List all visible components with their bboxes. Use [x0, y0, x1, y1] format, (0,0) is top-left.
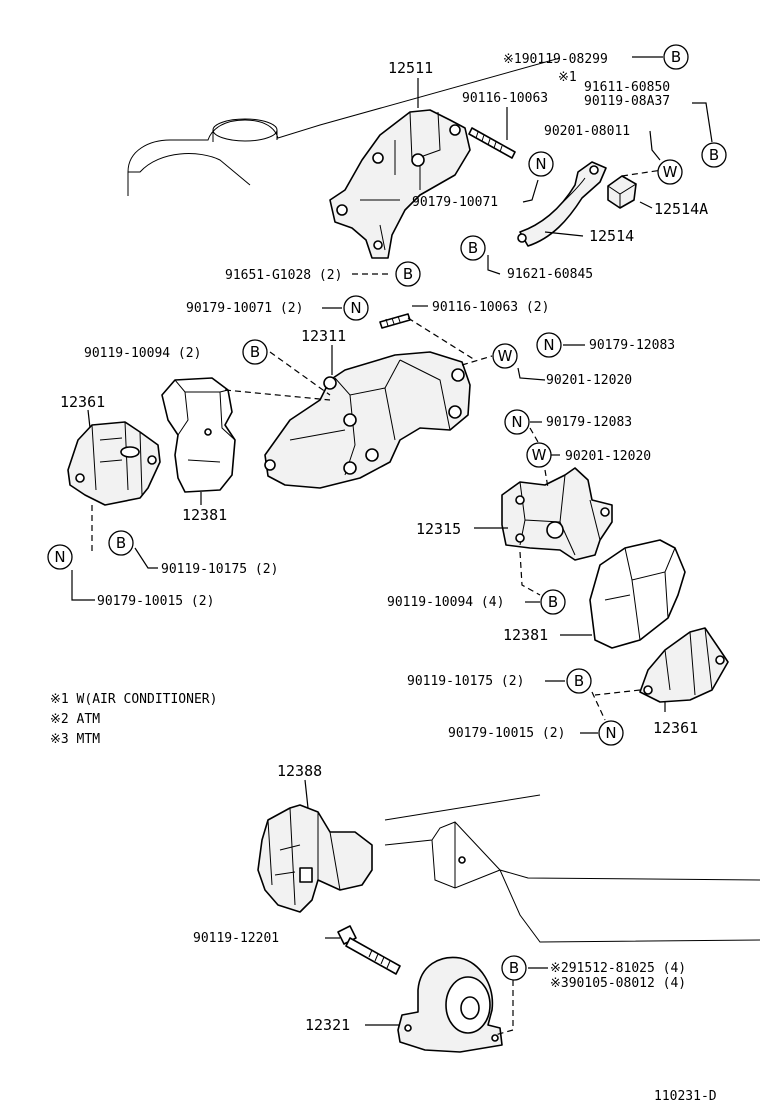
label-12381-left: 12381	[182, 506, 227, 524]
engine-outline	[127, 57, 561, 196]
symbol-b-2: B	[701, 142, 727, 168]
label-90179-12083-b: 90179-12083	[546, 415, 632, 430]
label-12511: 12511	[388, 59, 433, 77]
svg-text:W: W	[532, 446, 547, 464]
label-12311: 12311	[301, 327, 346, 345]
label-90201-12020-a: 90201-12020	[546, 373, 632, 388]
symbol-b-4: B	[395, 261, 421, 287]
label-90116-10063: 90116-10063	[462, 91, 548, 106]
svg-text:N: N	[511, 413, 522, 431]
svg-text:B: B	[116, 534, 126, 552]
label-90119-10094-4: 90119-10094 (4)	[387, 595, 504, 610]
svg-text:B: B	[671, 48, 681, 66]
symbol-b-8: B	[566, 668, 592, 694]
svg-text:N: N	[535, 155, 546, 173]
symbol-b-1: B	[663, 44, 689, 70]
symbol-n-3: N	[536, 332, 562, 358]
label-12388: 12388	[277, 762, 322, 780]
mount-12321	[397, 956, 503, 1053]
label-91651-g1028: 91651-G1028 (2)	[225, 268, 342, 283]
svg-text:B: B	[548, 593, 558, 611]
svg-text:B: B	[468, 239, 478, 257]
svg-text:B: B	[250, 343, 260, 361]
label-190119-08299: ※190119-08299	[503, 52, 608, 67]
crossmember	[384, 794, 760, 943]
mount-12361-right	[639, 627, 729, 703]
symbol-b-6: B	[108, 530, 134, 556]
block-12514a	[607, 175, 637, 209]
symbol-b-3: B	[460, 235, 486, 261]
bracket-12388	[257, 804, 373, 913]
label-90201-12020-b: 90201-12020	[565, 449, 651, 464]
label-90179-10015-a: 90179-10015 (2)	[97, 594, 214, 609]
legend-3: ※3 MTM	[50, 732, 100, 747]
label-12361-left: 12361	[60, 393, 105, 411]
svg-text:B: B	[574, 672, 584, 690]
svg-text:N: N	[543, 336, 554, 354]
symbol-b-5: B	[242, 339, 268, 365]
label-12321: 12321	[305, 1016, 350, 1034]
label-90179-10015-b: 90179-10015 (2)	[448, 726, 565, 741]
symbol-b-7: B	[540, 589, 566, 615]
svg-text:N: N	[54, 548, 65, 566]
svg-text:W: W	[498, 347, 513, 365]
label-90119-10094-2: 90119-10094 (2)	[84, 346, 201, 361]
legend-2: ※2 ATM	[50, 712, 100, 727]
bracket-12514	[517, 161, 607, 247]
label-390105-08012: ※390105-08012 (4)	[550, 976, 686, 991]
label-91621-60845: 91621-60845	[507, 267, 593, 282]
label-12514a: 12514A	[654, 200, 708, 218]
label-note-1: ※1	[558, 70, 577, 85]
part-labels: 12511 ※190119-08299 ※1 91611-60850 90119…	[50, 52, 717, 1104]
label-90119-10175-b: 90119-10175 (2)	[407, 674, 524, 689]
bracket-12511	[329, 109, 471, 259]
svg-text:N: N	[350, 299, 361, 317]
insulator-12381-right	[589, 539, 686, 649]
label-291512-81025: ※291512-81025 (4)	[550, 961, 686, 976]
symbol-b-9: B	[501, 955, 527, 981]
bracket-12311	[264, 351, 471, 489]
label-90116-10063-2: 90116-10063 (2)	[432, 300, 549, 315]
symbol-w-2: W	[492, 343, 518, 369]
insulator-12381-left	[161, 377, 236, 493]
svg-text:B: B	[509, 959, 519, 977]
label-12381-right: 12381	[503, 626, 548, 644]
symbol-w-1: W	[657, 159, 683, 185]
label-90119-08a37: 90119-08A37	[584, 94, 670, 109]
label-12361-right: 12361	[653, 719, 698, 737]
label-90201-08011: 90201-08011	[544, 124, 630, 139]
svg-text:N: N	[605, 724, 616, 742]
leader-lines	[71, 56, 713, 1036]
symbol-w-3: W	[526, 442, 552, 468]
label-90119-12201: 90119-12201	[193, 931, 279, 946]
symbol-n-4: N	[504, 409, 530, 435]
label-90119-10175-a: 90119-10175 (2)	[161, 562, 278, 577]
label-12514: 12514	[589, 227, 634, 245]
stud-90116-10063	[468, 127, 516, 159]
svg-text:W: W	[663, 163, 678, 181]
stud-90116-10063-2	[379, 313, 411, 329]
bolt-90119-12201	[337, 925, 401, 975]
symbol-n-5: N	[47, 544, 73, 570]
mount-12361-left	[67, 421, 161, 506]
symbol-n-6: N	[598, 720, 624, 746]
label-12315: 12315	[416, 520, 461, 538]
bracket-12315	[501, 467, 613, 561]
label-90179-10071-2: 90179-10071 (2)	[186, 301, 303, 316]
label-90179-12083-a: 90179-12083	[589, 338, 675, 353]
label-91611-60850: 91611-60850	[584, 80, 670, 95]
symbol-n-1: N	[528, 151, 554, 177]
symbol-n-2: N	[343, 295, 369, 321]
svg-text:B: B	[709, 146, 719, 164]
reference-number: 110231-D	[654, 1089, 717, 1104]
svg-text:B: B	[403, 265, 413, 283]
legend-1: ※1 W(AIR CONDITIONER)	[50, 692, 217, 707]
label-90179-10071: 90179-10071	[412, 195, 498, 210]
